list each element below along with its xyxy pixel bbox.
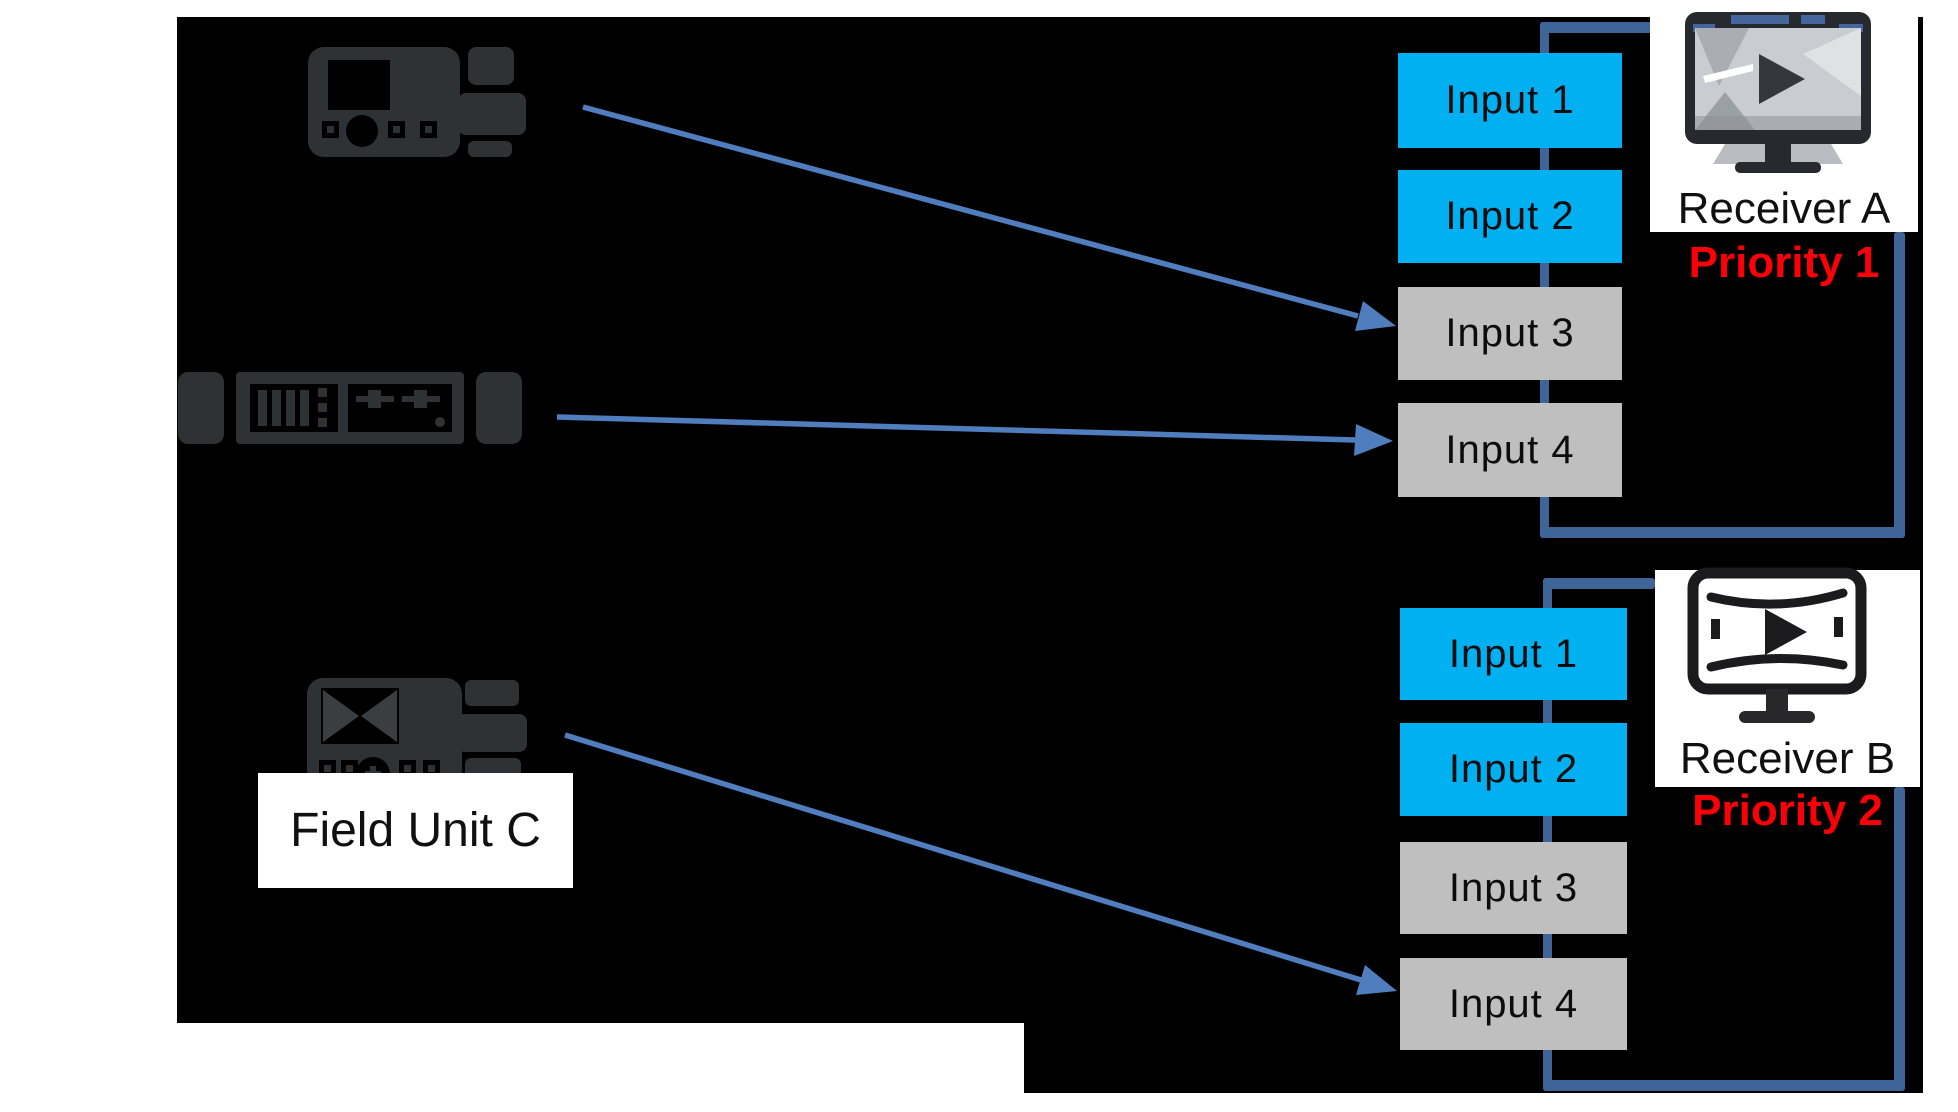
receiver-a-input-1: Input 1 (1398, 53, 1622, 148)
receiver-b-priority: Priority 2 (1692, 786, 1883, 835)
receiver-b-input-4: Input 4 (1400, 958, 1627, 1050)
receiver-a-input-2: Input 2 (1398, 170, 1622, 263)
input-label: Input 3 (1445, 311, 1575, 355)
bus-a-top-segment (1540, 22, 1652, 33)
receiver-a-label: Receiver A (1677, 184, 1891, 233)
monitor-play-3d-icon (1685, 12, 1871, 173)
bus-a-bottom-segment (1540, 527, 1905, 538)
input-label: Input 4 (1448, 981, 1579, 1026)
bus-b-right-vertical (1894, 787, 1905, 1091)
bus-a-vertical (1540, 22, 1549, 538)
input-label: Input 2 (1448, 747, 1579, 791)
input-label: Input 4 (1445, 427, 1575, 472)
input-label: Input 2 (1445, 194, 1575, 238)
input-label: Input 1 (1448, 631, 1579, 676)
rack-unit-icon (178, 372, 522, 444)
portable-transmitter-icon (308, 47, 526, 157)
receiver-a-priority: Priority 1 (1688, 238, 1880, 287)
input-label: Input 3 (1448, 865, 1579, 910)
bus-b-top-segment (1543, 578, 1655, 589)
monitor-play-outline-icon (1687, 567, 1867, 723)
receiver-b-input-3: Input 3 (1400, 842, 1627, 934)
receiver-a-input-3: Input 3 (1398, 287, 1622, 380)
input-label: Input 1 (1445, 78, 1575, 122)
receiver-a-input-4: Input 4 (1398, 403, 1622, 497)
receiver-b-input-1: Input 1 (1400, 608, 1627, 700)
bus-b-vertical (1543, 578, 1552, 1091)
field-unit-icon (307, 678, 527, 791)
receiver-b-label: Receiver B (1679, 734, 1896, 783)
field-unit-c-label-text: Field Unit C (290, 804, 541, 857)
receiver-b-input-2: Input 2 (1400, 723, 1627, 816)
bus-b-bottom-segment (1543, 1080, 1905, 1091)
field-unit-c-label: Field Unit C (258, 773, 573, 888)
bus-a-right-vertical (1894, 232, 1905, 538)
